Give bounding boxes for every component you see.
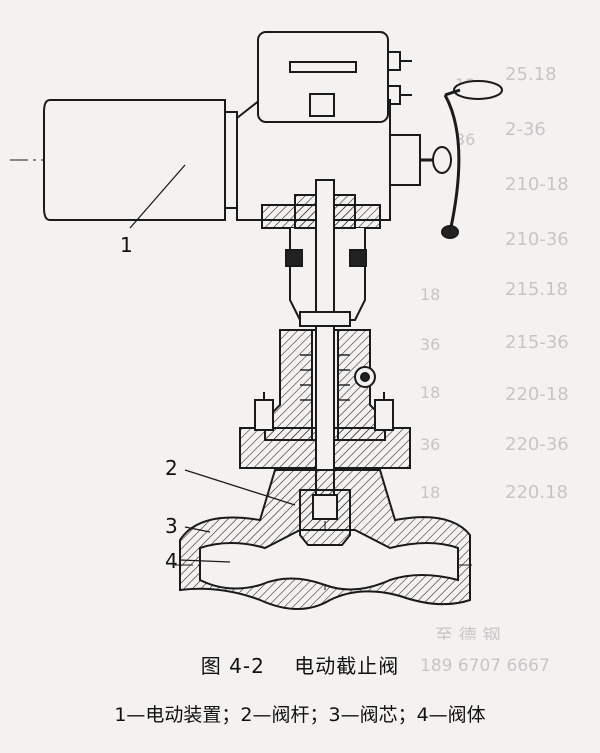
part-label-2: 2 <box>165 456 178 480</box>
watermark-phone: 189 6707 6667 <box>420 656 550 676</box>
stem-coupling <box>299 311 351 327</box>
bleed-cell: 36 <box>420 435 440 454</box>
motor-housing <box>43 99 226 221</box>
figure-caption: 图 4-2 电动截止阀 <box>0 650 600 679</box>
bleed-cell: 18 <box>420 285 440 304</box>
leader-line-1 <box>129 164 186 229</box>
valve-stem <box>315 179 335 501</box>
control-box <box>257 31 389 123</box>
connector <box>387 51 401 71</box>
bleed-cell: 36 <box>455 130 475 149</box>
part-label-1: 1 <box>120 233 133 257</box>
watermark-text: 至 德 钢 <box>435 626 500 640</box>
caption-number: 图 4-2 <box>200 654 265 678</box>
bleed-cell: 215.18 <box>505 279 568 300</box>
packing-rings <box>300 354 350 401</box>
part-label-3: 3 <box>165 514 178 538</box>
bleed-cell: 18 <box>420 483 440 502</box>
bleed-cell: 210-18 <box>505 174 569 195</box>
figure-legend: 1—电动装置；2—阀杆；3—阀芯；4—阀体 <box>114 704 486 726</box>
background-bleed: 25.18 2-36 210-18 210-36 215.18 215-36 2… <box>420 64 569 640</box>
bleed-cell: 2-36 <box>505 119 546 140</box>
valve-drawing <box>10 31 503 610</box>
bleed-cell: 220-18 <box>505 384 569 405</box>
leader-line-2 <box>184 469 296 506</box>
bleed-cell: 25.18 <box>505 64 557 85</box>
handwheel <box>420 80 503 239</box>
flange-bolts <box>254 392 394 431</box>
handwheel-hub <box>432 146 452 174</box>
bearing <box>349 249 367 267</box>
bleed-cell: 210-36 <box>505 229 569 250</box>
leader-line-4 <box>179 559 231 563</box>
bleed-cell: 220-36 <box>505 434 569 455</box>
bleed-cell: 215-36 <box>505 332 569 353</box>
valve-diagram: 25.18 2-36 210-18 210-36 215.18 215-36 2… <box>10 31 569 640</box>
control-box-slot <box>289 61 357 73</box>
part-label-4: 4 <box>165 549 178 573</box>
bleed-cell: 220.18 <box>505 482 568 503</box>
handwheel-knob <box>453 80 503 100</box>
motor-flange <box>224 111 238 209</box>
handwheel-grip <box>441 225 459 239</box>
indicator <box>309 93 335 117</box>
handwheel-shaft-housing <box>389 134 421 186</box>
bleed-cell: 18 <box>420 383 440 402</box>
bearing <box>285 249 303 267</box>
leader-line-3 <box>184 526 211 533</box>
bleed-cell: 36 <box>420 335 440 354</box>
caption-title: 电动截止阀 <box>294 654 400 678</box>
flow-passage <box>199 529 459 591</box>
plug-nut <box>312 494 338 520</box>
